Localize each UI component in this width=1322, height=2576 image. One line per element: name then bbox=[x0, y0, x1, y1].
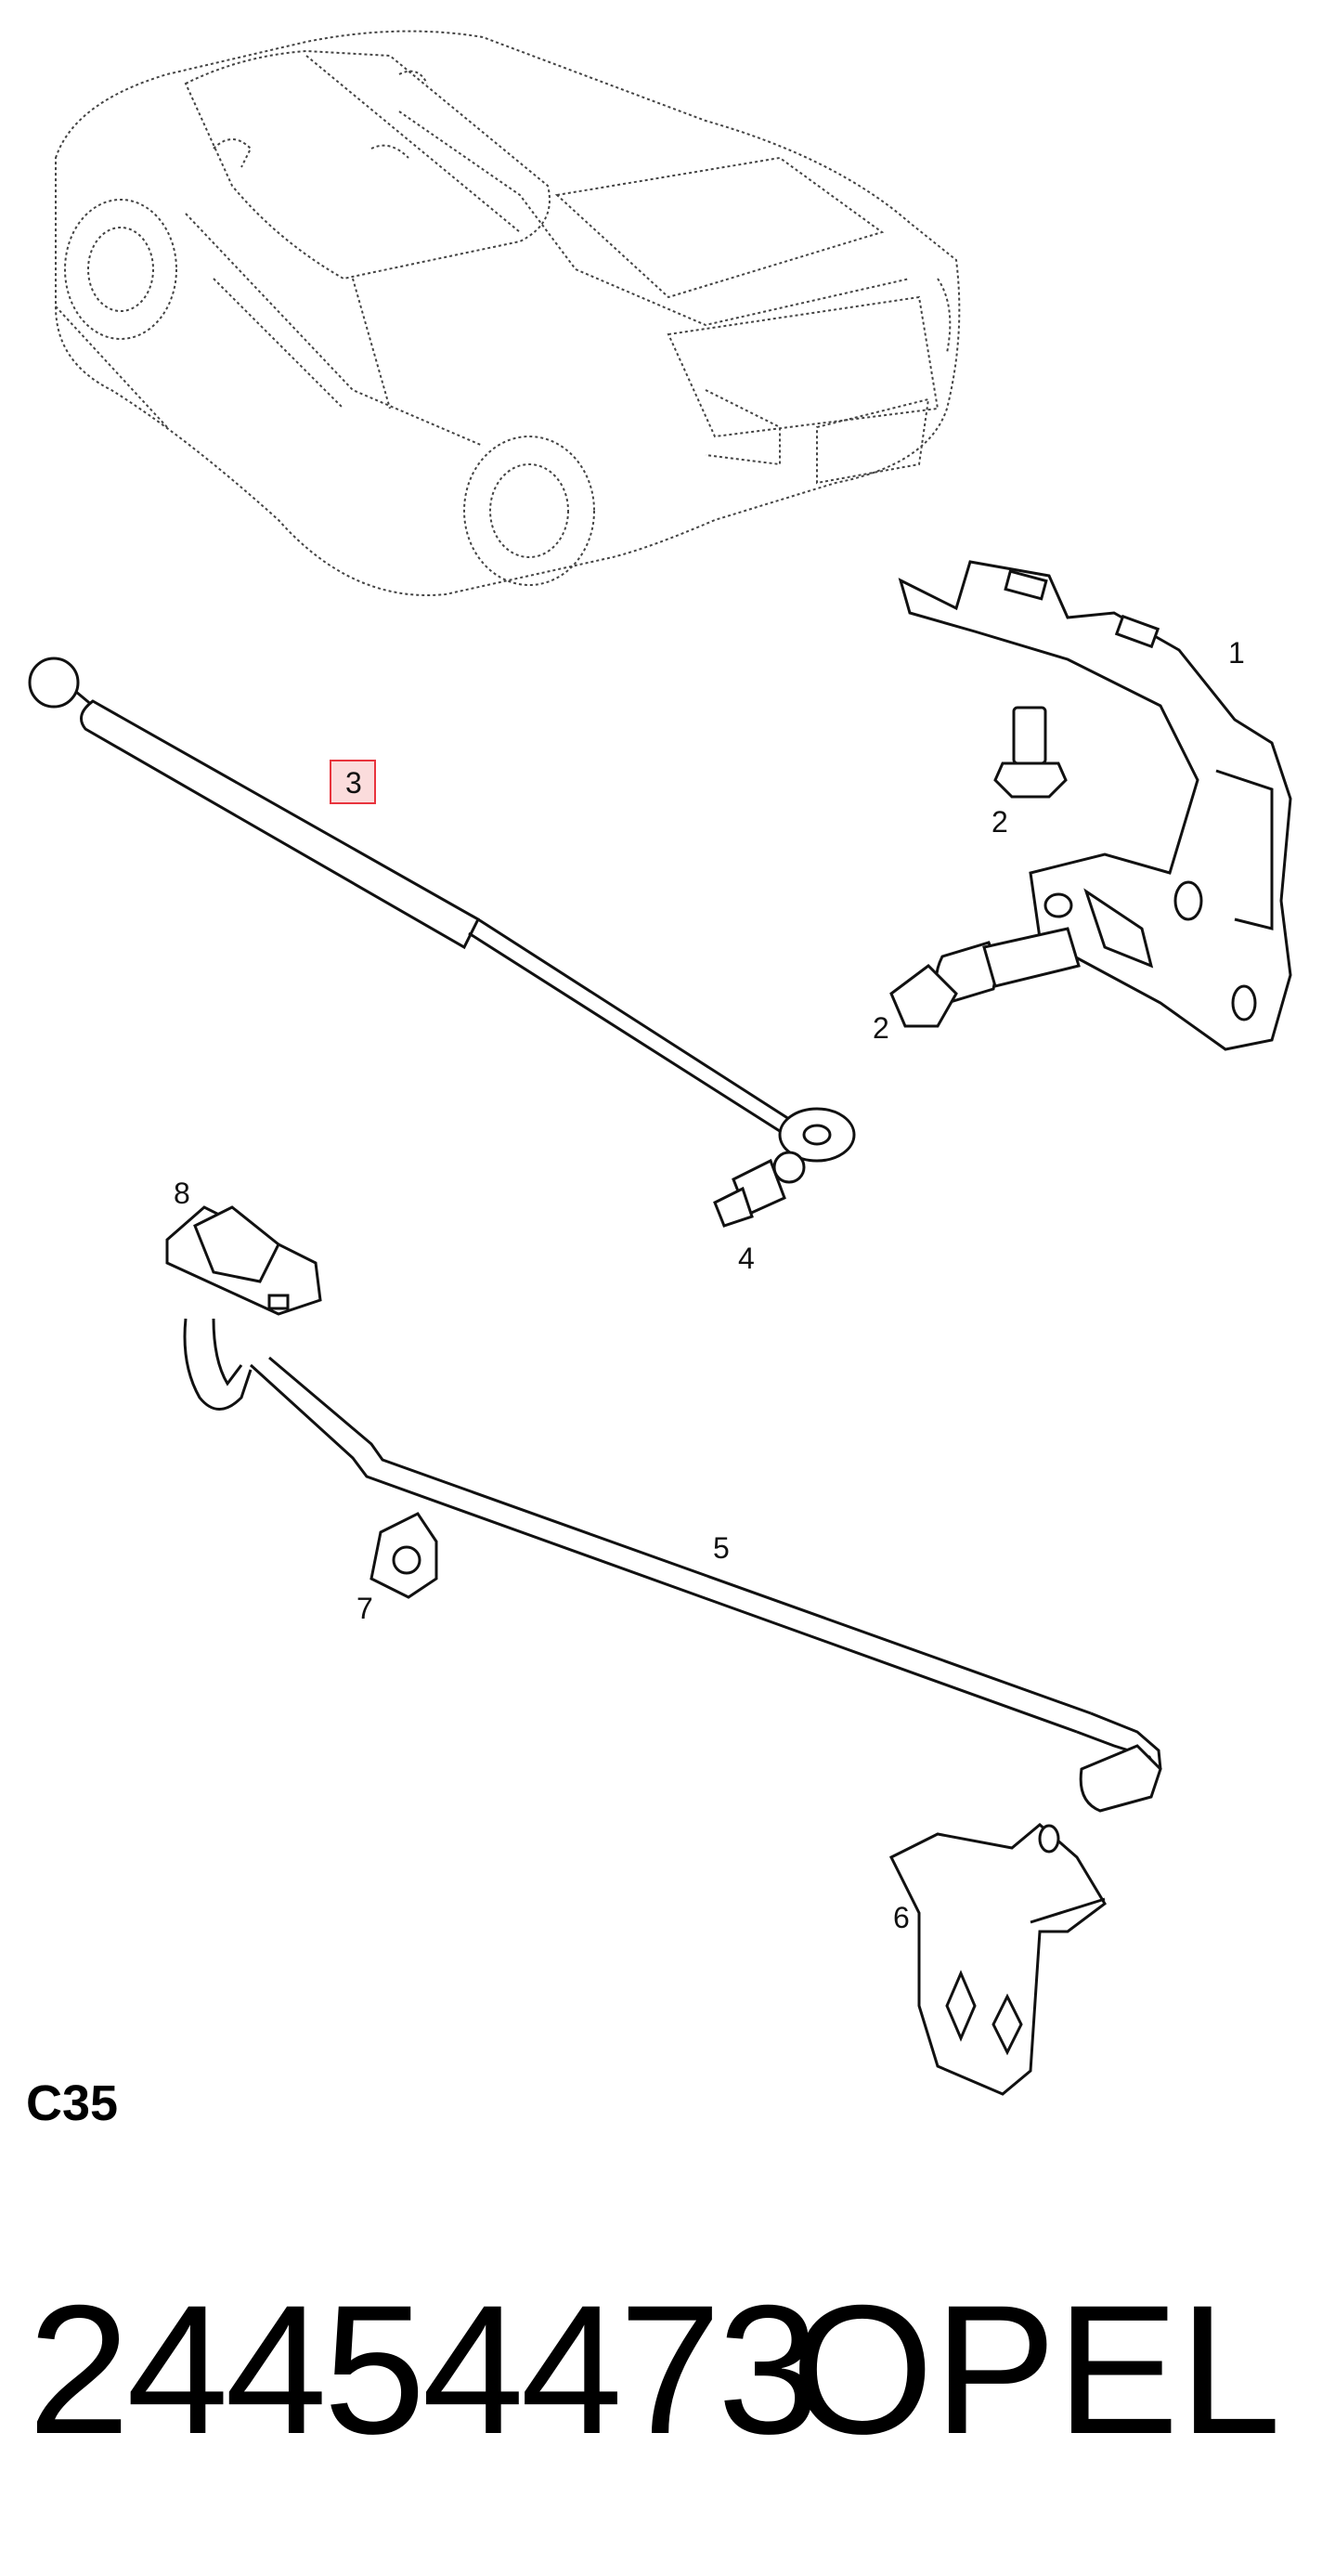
callout-2: 2 bbox=[992, 805, 1008, 839]
callout-6: 6 bbox=[893, 1901, 910, 1934]
part-number: 24454473 bbox=[28, 2267, 820, 2472]
support-rod bbox=[183, 1318, 1162, 1813]
clip bbox=[165, 1205, 322, 1316]
callout-8: 8 bbox=[174, 1177, 190, 1210]
section-code: C35 bbox=[26, 2075, 119, 2131]
bolt bbox=[889, 927, 1081, 1028]
hinge-bracket bbox=[898, 560, 1292, 1051]
ball-stud bbox=[713, 1151, 806, 1228]
callout-2: 2 bbox=[873, 1011, 889, 1045]
car-illustration bbox=[55, 30, 961, 596]
callout-1: 1 bbox=[1228, 636, 1245, 670]
callout-3-highlight bbox=[330, 760, 376, 804]
callout-3: 3 bbox=[345, 766, 362, 800]
lower-bracket bbox=[888, 1823, 1107, 2096]
footer: 24454473 OPEL bbox=[28, 2277, 1309, 2463]
clamp bbox=[369, 1512, 438, 1599]
callout-5: 5 bbox=[713, 1531, 730, 1565]
bolt bbox=[993, 706, 1068, 799]
gas-strut bbox=[28, 657, 856, 1163]
callout-7: 7 bbox=[356, 1592, 373, 1625]
brand-name: OPEL bbox=[790, 2267, 1281, 2472]
callout-4: 4 bbox=[738, 1242, 755, 1275]
